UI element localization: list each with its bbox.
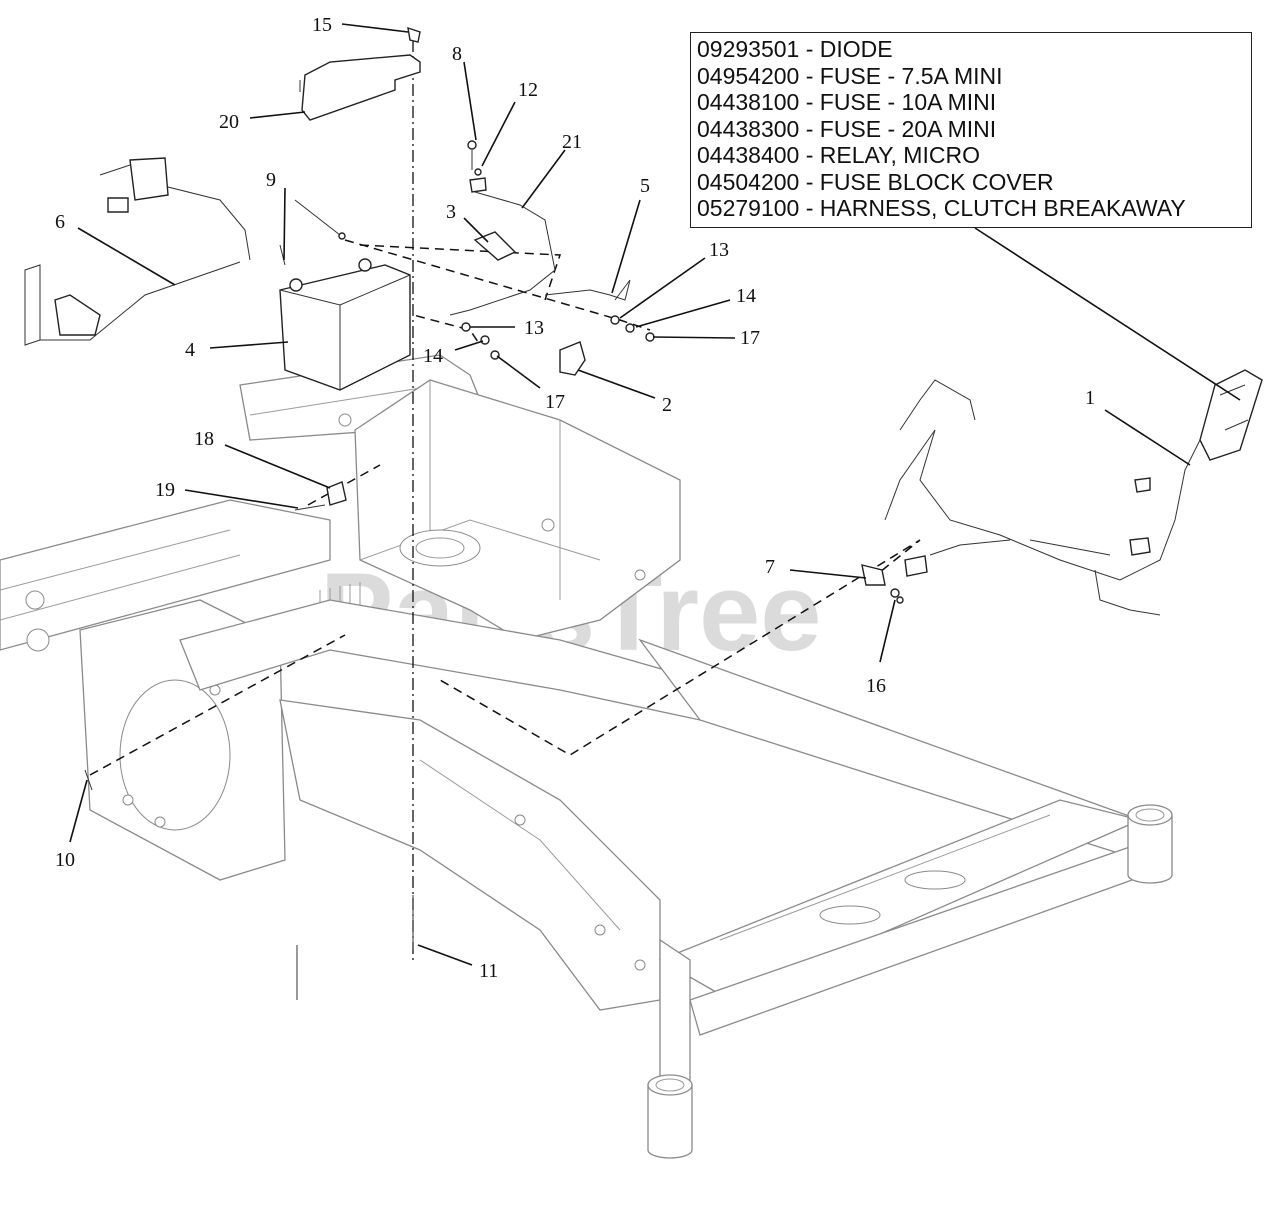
callout-7: 7 [765, 556, 775, 578]
callout-19: 19 [155, 479, 175, 501]
battery-part-4 [279, 258, 411, 391]
battery-bracket-part-20 [299, 26, 421, 121]
legend-line-diode: 09293501 - DIODE [697, 36, 893, 62]
hardware [84, 140, 904, 1000]
callout-10: 10 [55, 849, 75, 871]
callout-1: 1 [1085, 387, 1095, 409]
callout-18: 18 [194, 428, 214, 450]
battery-cables [449, 177, 631, 376]
callout-3: 3 [446, 201, 456, 223]
callout-14-right: 14 [736, 285, 756, 307]
callout-13-right: 13 [709, 239, 729, 261]
callout-11: 11 [479, 960, 498, 982]
callout-8: 8 [452, 43, 462, 65]
legend-line-fuse-block-cover: 04504200 - FUSE BLOCK COVER [697, 168, 1054, 195]
callout-15: 15 [312, 14, 332, 36]
assembly-lines [89, 40, 921, 960]
part-number-legend: 09293501 - DIODE 04954200 - FUSE - 7.5A … [690, 32, 1252, 228]
leader-lines [69, 23, 1241, 966]
callout-20: 20 [219, 111, 239, 133]
legend-line-relay: 04438400 - RELAY, MICRO [697, 142, 980, 168]
callout-2: 2 [662, 394, 672, 416]
harness-part-1 [884, 369, 1263, 616]
mower-frame [0, 354, 1173, 1159]
callout-13-center: 13 [524, 317, 544, 339]
callout-4: 4 [185, 339, 195, 361]
callout-16: 16 [866, 675, 886, 697]
callout-14-center: 14 [423, 345, 443, 367]
legend-line-fuse-7-5a: 04954200 - FUSE - 7.5A MINI [697, 62, 1003, 89]
callout-5: 5 [640, 175, 650, 197]
callout-12: 12 [518, 79, 538, 101]
callout-6: 6 [55, 211, 65, 233]
legend-line-harness: 05279100 - HARNESS, CLUTCH BREAKAWAY [697, 195, 1186, 221]
callout-17-center: 17 [545, 391, 565, 413]
legend-line-fuse-20a: 04438300 - FUSE - 20A MINI [697, 115, 997, 142]
callout-21: 21 [562, 131, 582, 153]
legend-line-fuse-10a: 04438100 - FUSE - 10A MINI [697, 89, 997, 115]
harness-part-6 [24, 157, 251, 346]
callouts: 15 20 8 12 21 9 3 5 6 13 14 17 13 14 17 … [55, 14, 1095, 982]
callout-17-right: 17 [740, 327, 760, 349]
callout-9: 9 [266, 169, 276, 191]
